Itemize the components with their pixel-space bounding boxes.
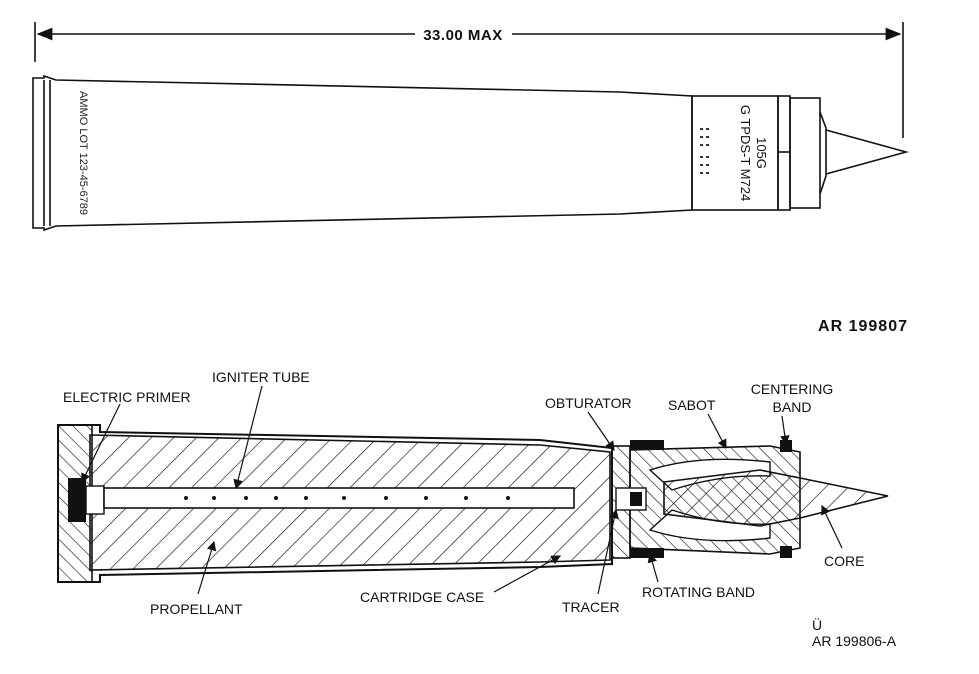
label-electric-primer: ELECTRIC PRIMER: [63, 389, 191, 405]
label-tracer: TRACER: [562, 599, 620, 615]
overall-length-dimension: 33.00 MAX: [34, 22, 904, 138]
label-rotating-band: ROTATING BAND: [642, 584, 755, 600]
projectile-exterior: 105G G TPDS-T M724: [691, 95, 910, 211]
leader-lines: [81, 385, 843, 595]
body-marking-caliber: 105G: [754, 137, 769, 169]
electric-primer: [68, 478, 86, 522]
corner-mark: Ü: [812, 616, 822, 633]
cartridge-case-exterior: AMMO LOT 123-45-6789: [32, 74, 693, 232]
cutaway-view: ELECTRIC PRIMER IGNITER TUBE OBTURATOR S…: [57, 369, 897, 649]
label-obturator: OBTURATOR: [545, 395, 632, 411]
label-igniter-tube: IGNITER TUBE: [212, 369, 310, 385]
label-core: CORE: [824, 553, 864, 569]
label-band: BAND: [773, 399, 812, 415]
label-propellant: PROPELLANT: [150, 601, 243, 617]
bottom-figure-reference: AR 199806-A: [812, 633, 897, 649]
top-figure-reference: AR 199807: [818, 318, 908, 335]
label-sabot: SABOT: [668, 397, 716, 413]
case-stamp: AMMO LOT 123-45-6789: [77, 91, 89, 215]
label-cartridge-case: CARTRIDGE CASE: [360, 589, 484, 605]
label-centering: CENTERING: [751, 381, 833, 397]
dimension-label: 33.00 MAX: [423, 27, 503, 44]
lot-dots: [700, 128, 709, 174]
igniter-tube: [103, 487, 575, 509]
projectile-section: [611, 440, 889, 559]
body-marking-designation: G TPDS-T M724: [738, 105, 753, 201]
exterior-view: 33.00 MAX AMMO LOT 123-45-6789 105G G TP…: [32, 22, 910, 335]
